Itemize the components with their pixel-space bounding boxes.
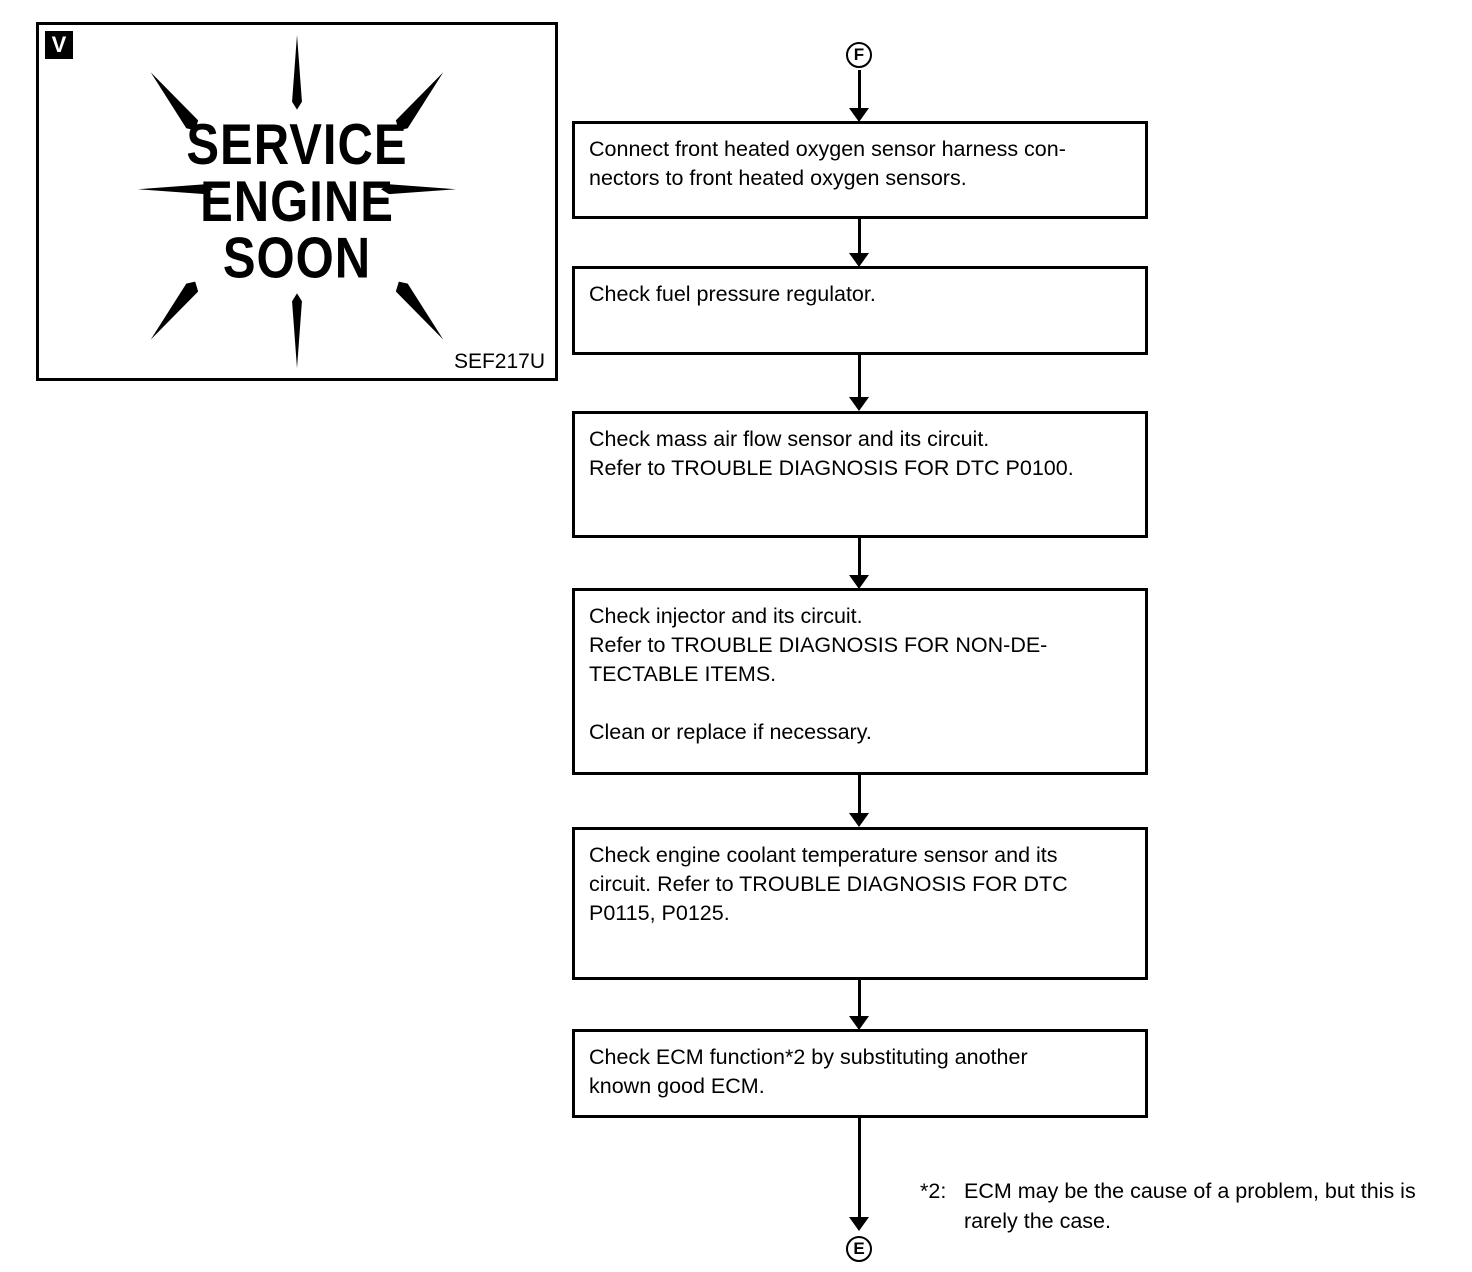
connector-step-4-to-5 bbox=[858, 775, 861, 819]
figure-id-label: SEF217U bbox=[453, 350, 545, 373]
footnote-text: ECM may be the cause of a problem, but t… bbox=[964, 1179, 1416, 1233]
footnote: *2: ECM may be the cause of a problem, b… bbox=[920, 1176, 1430, 1236]
lamp-line-3: SOON bbox=[222, 226, 372, 291]
flow-step-connect-oxygen-sensor-harness: Connect front heated oxygen sensor harne… bbox=[572, 121, 1148, 219]
flow-step-text: Check engine coolant temperature sensor … bbox=[589, 843, 1068, 925]
footnote-marker: *2: bbox=[920, 1179, 947, 1203]
lamp-line-2: ENGINE bbox=[200, 170, 394, 234]
flow-step-text: Check injector and its circuit. Refer to… bbox=[589, 604, 1048, 744]
arrowhead-step-4-to-5 bbox=[849, 813, 869, 827]
flow-step-check-injector: Check injector and its circuit. Refer to… bbox=[572, 588, 1148, 775]
connector-step-6-to-exit bbox=[858, 1118, 861, 1223]
flow-exit-node-e: E bbox=[846, 1236, 872, 1262]
flow-step-text: Check fuel pressure regulator. bbox=[589, 282, 876, 306]
view-badge: V bbox=[45, 31, 73, 59]
warning-lamp-text: SERVICE ENGINE SOON bbox=[39, 113, 555, 291]
flow-entry-node-f: F bbox=[846, 42, 872, 68]
connector-entry-to-step-1 bbox=[858, 70, 861, 114]
flow-step-check-mass-air-flow-sensor: Check mass air flow sensor and its circu… bbox=[572, 411, 1148, 538]
flow-step-check-fuel-pressure-regulator: Check fuel pressure regulator. bbox=[572, 266, 1148, 355]
flow-step-text: Check mass air flow sensor and its circu… bbox=[589, 427, 1074, 480]
connector-step-1-to-2 bbox=[858, 219, 861, 259]
connector-step-5-to-6 bbox=[858, 980, 861, 1022]
illustration-panel: V SERVICE ENGINE SOON SEF217U bbox=[36, 22, 558, 381]
flow-step-check-engine-coolant-temperature-sensor: Check engine coolant temperature sensor … bbox=[572, 827, 1148, 980]
flow-step-check-ecm-function: Check ECM function*2 by substituting ano… bbox=[572, 1029, 1148, 1118]
arrowhead-step-2-to-3 bbox=[849, 397, 869, 411]
arrowhead-step-1-to-2 bbox=[849, 253, 869, 267]
flow-step-text: Connect front heated oxygen sensor harne… bbox=[589, 137, 1066, 190]
starburst-warning-lamp-icon bbox=[137, 34, 457, 369]
lamp-line-1: SERVICE bbox=[186, 113, 408, 178]
connector-step-2-to-3 bbox=[858, 355, 861, 403]
arrowhead-entry-to-step-1 bbox=[849, 108, 869, 122]
arrowhead-step-3-to-4 bbox=[849, 575, 869, 589]
connector-step-3-to-4 bbox=[858, 538, 861, 581]
arrowhead-step-6-to-exit bbox=[849, 1217, 869, 1231]
flow-step-text: Check ECM function*2 by substituting ano… bbox=[589, 1045, 1028, 1098]
arrowhead-step-5-to-6 bbox=[849, 1016, 869, 1030]
